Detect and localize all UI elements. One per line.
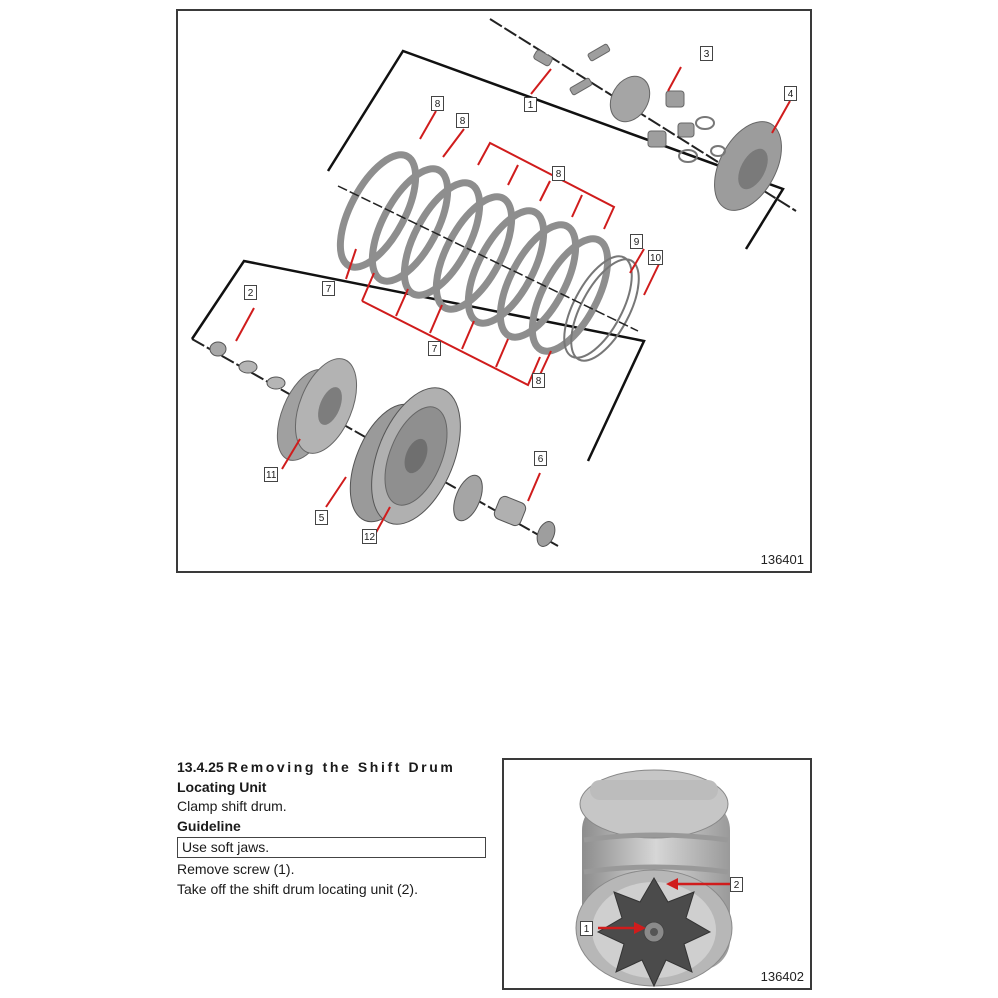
callout-6: 6 bbox=[534, 451, 547, 466]
callout-1: 1 bbox=[524, 97, 537, 112]
exploded-view-figure: 1 2 3 4 5 6 7 7 8 8 8 8 9 10 11 12 13640… bbox=[176, 9, 812, 573]
callout-8d: 8 bbox=[532, 373, 545, 388]
shift-drum-figure: 2 1 136402 bbox=[502, 758, 812, 990]
callout-2: 2 bbox=[244, 285, 257, 300]
upper-group-bracket bbox=[326, 49, 785, 250]
step-clamp: Clamp shift drum. bbox=[177, 798, 287, 814]
callout-1: 1 bbox=[580, 921, 593, 936]
figure-number: 136402 bbox=[760, 969, 804, 984]
small-parts-bottom bbox=[209, 341, 556, 547]
section-title-line1: Removing the Shift Drum bbox=[227, 759, 456, 775]
figure-number: 136401 bbox=[760, 552, 804, 567]
clutch-hub-part bbox=[276, 358, 358, 461]
callout-2: 2 bbox=[730, 877, 743, 892]
guideline-heading: Guideline bbox=[177, 817, 241, 834]
guideline-box: Use soft jaws. bbox=[177, 837, 486, 858]
step-take-off-unit: Take off the shift drum locating unit (2… bbox=[177, 880, 418, 897]
callout-7b: 7 bbox=[428, 341, 441, 356]
section-title-line2: Locating Unit bbox=[177, 778, 267, 795]
callout-3: 3 bbox=[700, 46, 713, 61]
callout-12: 12 bbox=[362, 529, 378, 544]
callout-10: 10 bbox=[648, 250, 664, 265]
lower-group-bracket bbox=[190, 259, 646, 462]
callout-7a: 7 bbox=[322, 281, 335, 296]
callout-5: 5 bbox=[315, 510, 328, 525]
callout-8b: 8 bbox=[456, 113, 469, 128]
clutch-basket-part bbox=[349, 387, 461, 525]
section-text: 13.4.25 Removing the Shift Drum Locating… bbox=[177, 758, 489, 899]
callout-9: 9 bbox=[630, 234, 643, 249]
callout-4: 4 bbox=[784, 86, 797, 101]
step-remove-screw: Remove screw (1). bbox=[177, 861, 295, 877]
callout-8c: 8 bbox=[552, 166, 565, 181]
section-number: 13.4.25 bbox=[177, 759, 224, 775]
section-heading: 13.4.25 Removing the Shift Drum bbox=[177, 758, 489, 778]
callout-11: 11 bbox=[264, 467, 279, 482]
clutch-plates-stack bbox=[336, 151, 640, 362]
clutch-exploded-diagram bbox=[190, 18, 797, 547]
callout-8a: 8 bbox=[431, 96, 444, 111]
shift-drum-illustration bbox=[575, 769, 733, 988]
pressure-plate-part bbox=[714, 121, 782, 211]
small-parts-top bbox=[533, 43, 695, 148]
